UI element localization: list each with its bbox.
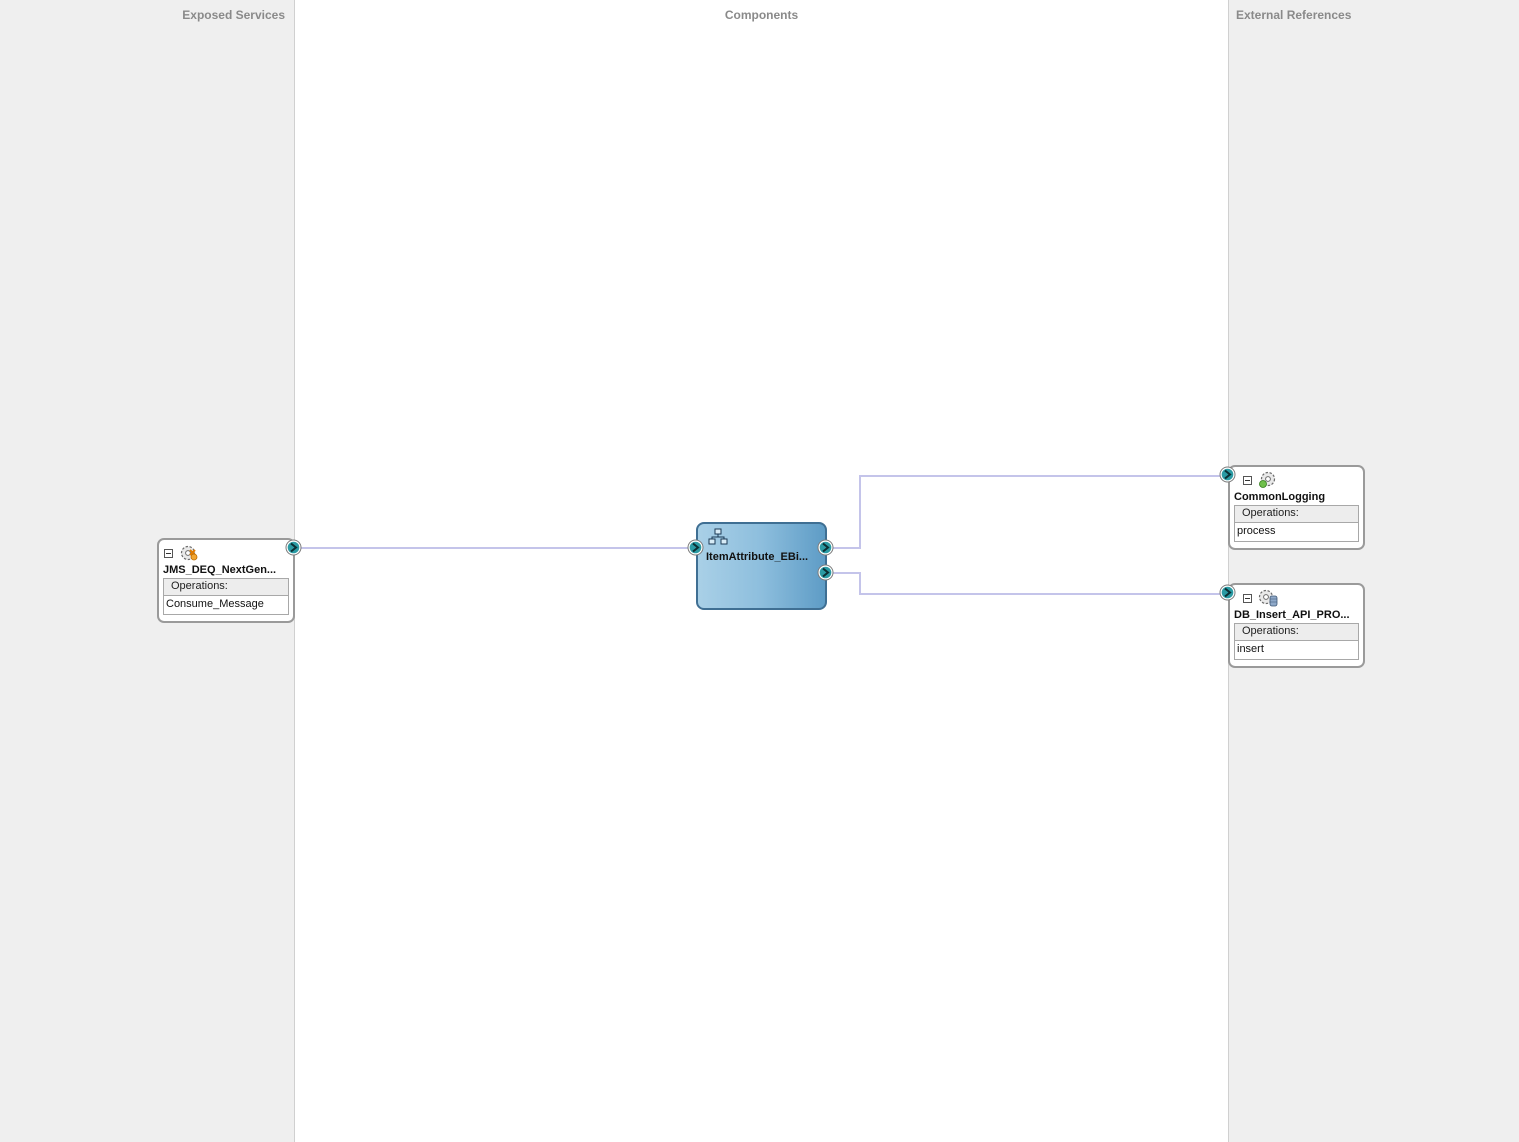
reference-port-icon[interactable] — [1219, 466, 1236, 483]
mediator-hierarchy-icon — [708, 528, 728, 545]
operations-panel: Operations: insert — [1234, 623, 1359, 660]
component-itemattribute[interactable]: ItemAttribute_EBi... — [696, 522, 827, 610]
component-output-port-icon[interactable] — [817, 564, 834, 581]
collapse-icon[interactable] — [1243, 475, 1252, 485]
operation-item[interactable]: process — [1237, 525, 1276, 537]
reference-port-icon[interactable] — [1219, 584, 1236, 601]
wire-component-to-commonlogging[interactable] — [833, 475, 1222, 549]
service-port-icon[interactable] — [285, 539, 302, 556]
reference-db-insert[interactable]: DB_Insert_API_PRO... Operations: insert — [1228, 583, 1365, 668]
collapse-icon[interactable] — [1243, 593, 1252, 603]
component-name: ItemAttribute_EBi... — [706, 551, 809, 563]
exposed-services-title: Exposed Services — [182, 8, 285, 22]
component-output-port-icon[interactable] — [817, 539, 834, 556]
external-references-lane: External References — [1228, 0, 1519, 1142]
operations-panel: Operations: Consume_Message — [163, 578, 289, 615]
reference-toolbar — [1243, 471, 1278, 489]
operations-header: Operations: — [1235, 506, 1358, 523]
reference-toolbar — [1243, 589, 1278, 607]
component-input-port-icon[interactable] — [687, 539, 704, 556]
operations-header: Operations: — [1235, 624, 1358, 641]
operation-item[interactable]: Consume_Message — [166, 598, 264, 610]
service-toolbar — [164, 544, 199, 562]
jms-adapter-gear-icon — [180, 545, 198, 561]
reference-name: CommonLogging — [1234, 491, 1326, 503]
operation-item[interactable]: insert — [1237, 643, 1264, 655]
reference-name: DB_Insert_API_PRO... — [1234, 609, 1350, 621]
external-references-title: External References — [1236, 8, 1352, 22]
components-title: Components — [724, 8, 799, 22]
service-name: JMS_DEQ_NextGen... — [163, 564, 277, 576]
collapse-icon[interactable] — [164, 548, 173, 558]
database-adapter-icon — [1258, 589, 1278, 607]
soap-service-gear-icon — [1259, 471, 1276, 488]
wire-component-to-db-insert[interactable] — [833, 572, 1222, 595]
operations-panel: Operations: process — [1234, 505, 1359, 542]
operations-header: Operations: — [164, 579, 288, 596]
service-jms-deq[interactable]: JMS_DEQ_NextGen... Operations: Consume_M… — [157, 538, 295, 623]
reference-commonlogging[interactable]: CommonLogging Operations: process — [1228, 465, 1365, 550]
